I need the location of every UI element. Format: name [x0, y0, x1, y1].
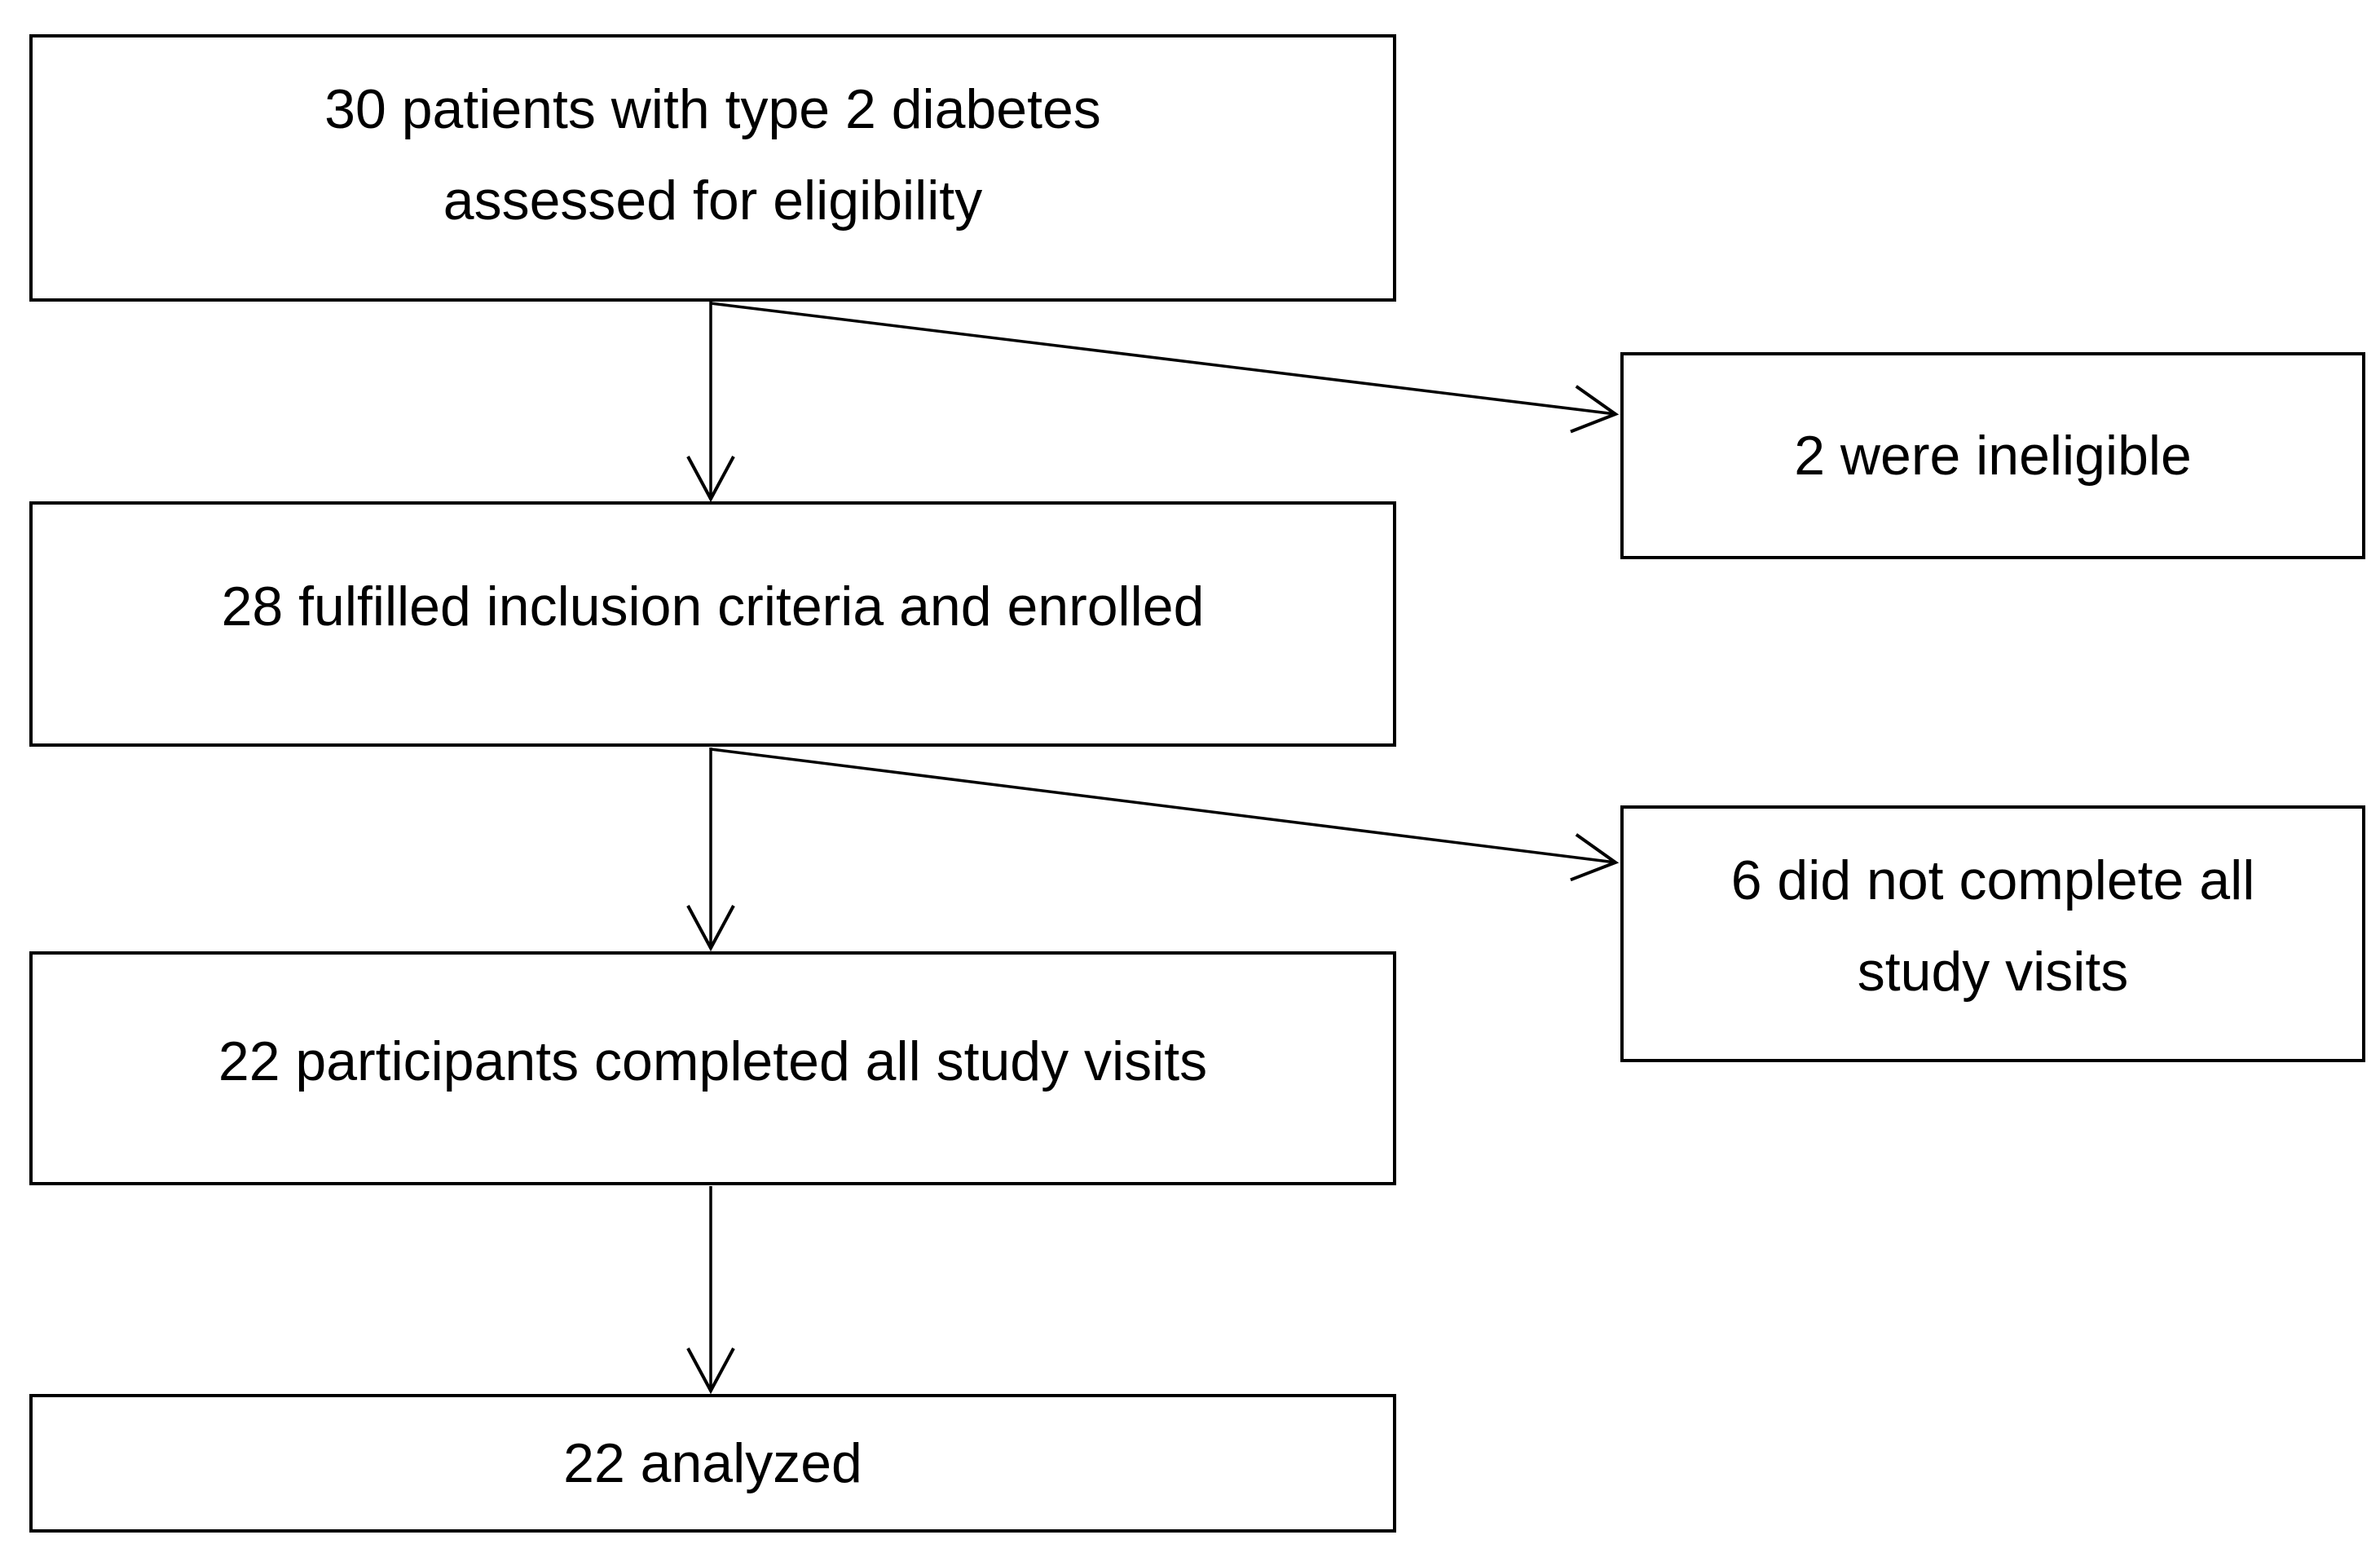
flow-box-ineligible-text: 2 were ineligible: [1794, 425, 2192, 487]
flow-box-enrolled-text: 28 fulfilled inclusion criteria and enro…: [221, 575, 1205, 637]
flow-box-not-completed-text-line2: study visits: [1857, 940, 2129, 1003]
flow-box-enrolled: 28 fulfilled inclusion criteria and enro…: [29, 501, 1396, 747]
flow-box-analyzed: 22 analyzed: [29, 1394, 1396, 1533]
arrow-enrolled-to-not-completed: [710, 748, 1620, 882]
flow-box-assessed: 30 patients with type 2 diabetes assesse…: [29, 34, 1396, 302]
flow-box-ineligible: 2 were ineligible: [1620, 352, 2365, 559]
flow-box-completed-text: 22 participants completed all study visi…: [218, 1030, 1208, 1092]
flow-box-assessed-text-line2: assessed for eligibility: [443, 170, 983, 232]
flow-box-not-completed-text-line1: 6 did not complete all: [1730, 849, 2255, 911]
flow-box-analyzed-text: 22 analyzed: [563, 1432, 862, 1494]
flow-box-completed: 22 participants completed all study visi…: [29, 951, 1396, 1185]
flow-box-not-completed: 6 did not complete all study visits: [1620, 805, 2365, 1062]
flow-box-assessed-text-line1: 30 patients with type 2 diabetes: [324, 78, 1101, 140]
arrow-assessed-to-ineligible: [710, 302, 1620, 434]
